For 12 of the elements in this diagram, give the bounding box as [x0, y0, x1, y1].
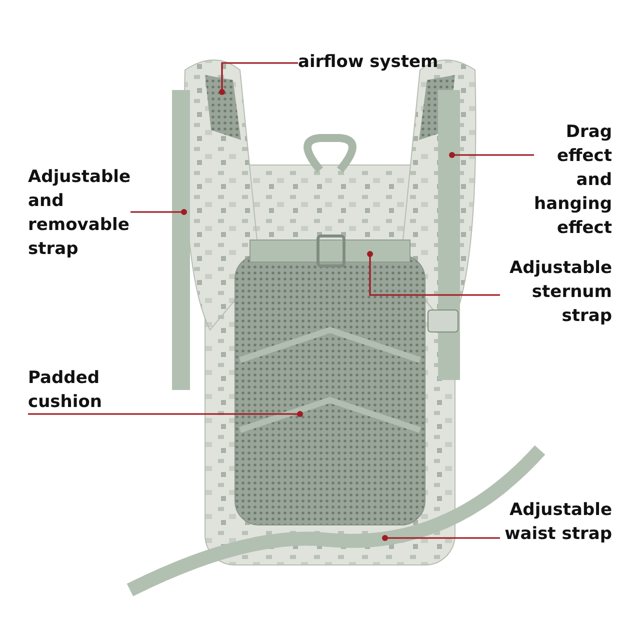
callout-label: Adjustable waist strap — [500, 498, 612, 546]
callout-label: airflow system — [298, 50, 458, 74]
callout-label: Padded cushion — [28, 366, 138, 414]
callout-label: Adjustable and removable strap — [28, 165, 130, 261]
callout-label: Adjustable sternum strap — [500, 256, 612, 328]
leader-line — [382, 535, 500, 541]
leader-line — [449, 152, 534, 158]
leader-line — [367, 251, 500, 296]
leader-line — [28, 411, 303, 417]
callout-label: Drag effect and hanging effect — [534, 120, 612, 240]
leader-line — [219, 62, 298, 95]
leader-line — [130, 209, 187, 215]
